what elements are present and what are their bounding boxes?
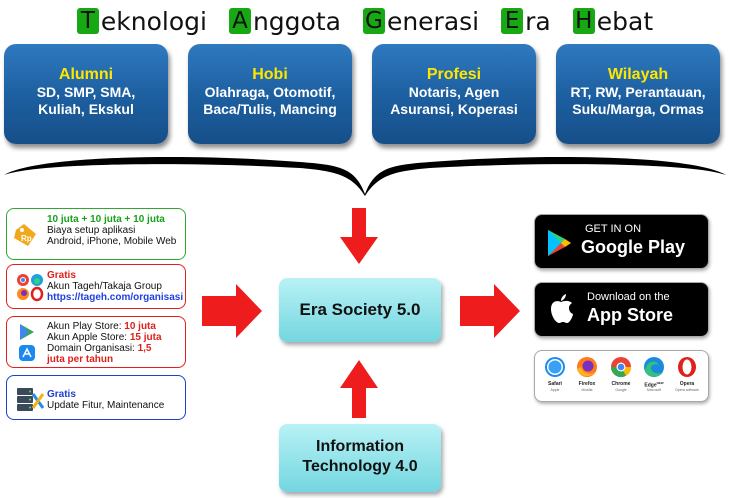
play-account-price: 10 juta bbox=[124, 321, 156, 332]
category-line: Kuliah, Ekskul bbox=[38, 101, 134, 117]
title-initial: H bbox=[572, 8, 595, 34]
title-initial: A bbox=[228, 8, 251, 34]
category-title: Wilayah bbox=[607, 66, 669, 83]
category-line: Baca/Tulis, Mancing bbox=[203, 101, 337, 117]
domain-label: Domain Organisasi: bbox=[47, 343, 138, 354]
browser-name: Opera bbox=[679, 381, 695, 387]
update-free: Gratis bbox=[47, 389, 76, 400]
category-title: Alumni bbox=[58, 66, 114, 83]
browser-vendor: Apple bbox=[550, 388, 560, 392]
it-line: Technology 4.0 bbox=[302, 458, 418, 475]
store-logos-icon bbox=[19, 324, 35, 361]
title-rest: nggota bbox=[252, 6, 341, 36]
arrow-up bbox=[340, 360, 378, 418]
browser-vendor: Google bbox=[615, 388, 627, 392]
server-tools-icon bbox=[17, 388, 45, 411]
arrow-left-to-center bbox=[202, 284, 262, 338]
browser-name-text: Edge bbox=[644, 382, 657, 389]
browser-vendor: Opera software bbox=[675, 388, 699, 392]
title-rest: ra bbox=[525, 6, 551, 36]
category-title: Hobi bbox=[252, 66, 288, 83]
category-wilayah: Wilayah RT, RW, Perantauan, Suku/Marga, … bbox=[556, 44, 720, 144]
arrow-down bbox=[340, 208, 378, 264]
app-store-big: App Store bbox=[587, 305, 674, 325]
apple-icon bbox=[551, 294, 573, 323]
arrow-center-to-right bbox=[460, 284, 520, 338]
browser-vendor: Mozilla bbox=[581, 388, 593, 392]
category-title: Profesi bbox=[426, 66, 482, 83]
google-play-button[interactable]: GET IN ON Google Play bbox=[534, 214, 709, 269]
category-line: RT, RW, Perantauan, bbox=[570, 84, 706, 100]
card-setup-cost: Rp 10 juta + 10 juta + 10 juta Biaya set… bbox=[6, 208, 186, 260]
card-store-accounts: Akun Play Store: 10 juta Akun Apple Stor… bbox=[6, 316, 186, 368]
category-line: Notaris, Agen bbox=[408, 84, 500, 100]
browser-name: EdgeNEW bbox=[639, 381, 669, 389]
google-play-big: Google Play bbox=[581, 237, 686, 257]
card-update: Gratis Update Fitur, Maintenance bbox=[6, 375, 186, 420]
card-text: Gratis Akun Tageh/Takaja Group https://t… bbox=[47, 270, 183, 303]
firefox-icon bbox=[577, 357, 597, 377]
opera-icon bbox=[678, 357, 696, 377]
card-text: Akun Play Store: 10 juta Akun Apple Stor… bbox=[47, 321, 162, 365]
title-rest: enerasi bbox=[386, 6, 480, 36]
domain-price: 1,5 bbox=[137, 343, 152, 354]
domain-price-period: juta per tahun bbox=[47, 354, 114, 365]
apple-account-price: 15 juta bbox=[129, 332, 162, 343]
edge-icon bbox=[644, 357, 664, 377]
browser-logos-icon bbox=[17, 274, 44, 302]
title-initial: T bbox=[76, 8, 99, 34]
google-play-small: GET IN ON bbox=[585, 223, 642, 235]
title-rest: ebat bbox=[596, 6, 654, 36]
account-desc: Akun Tageh/Takaja Group bbox=[47, 281, 162, 292]
it-line: Information bbox=[316, 438, 404, 455]
setup-price: 10 juta + 10 juta + 10 juta bbox=[47, 214, 165, 225]
category-line: SD, SMP, SMA, bbox=[36, 84, 136, 100]
account-free: Gratis bbox=[47, 270, 76, 281]
setup-platforms: Android, iPhone, Mobile Web bbox=[47, 236, 177, 247]
title-initial: E bbox=[501, 8, 524, 34]
browser-vendor: Microsoft bbox=[646, 388, 662, 392]
rupiah-label: Rp bbox=[21, 234, 32, 243]
card-text: 10 juta + 10 juta + 10 juta Biaya setup … bbox=[47, 214, 176, 247]
app-store-small: Download on the bbox=[587, 291, 670, 303]
browser-name: Chrome bbox=[611, 381, 631, 387]
chrome-icon bbox=[610, 357, 632, 378]
card-account: Gratis Akun Tageh/Takaja Group https://t… bbox=[6, 264, 186, 309]
category-hobi: Hobi Olahraga, Otomotif, Baca/Tulis, Man… bbox=[188, 44, 352, 144]
play-account-label: Akun Play Store: bbox=[47, 321, 125, 332]
it-box: Information Technology 4.0 bbox=[279, 424, 441, 492]
app-store-button[interactable]: Download on the App Store bbox=[534, 282, 709, 337]
category-alumni: Alumni SD, SMP, SMA, Kuliah, Ekskul bbox=[4, 44, 168, 144]
category-profesi: Profesi Notaris, Agen Asuransi, Koperasi bbox=[372, 44, 536, 144]
setup-desc: Biaya setup aplikasi bbox=[47, 225, 136, 236]
safari-icon bbox=[545, 357, 565, 377]
rupiah-tag-icon: Rp bbox=[14, 224, 36, 246]
curly-brace bbox=[4, 157, 726, 196]
browser-name: Safari bbox=[548, 381, 562, 387]
category-line: Suku/Marga, Ormas bbox=[572, 101, 704, 117]
era-society-box: Era Society 5.0 bbox=[279, 278, 441, 342]
account-link[interactable]: https://tageh.com/organisasi bbox=[47, 292, 184, 303]
update-desc: Update Fitur, Maintenance bbox=[47, 400, 165, 411]
title-initial: G bbox=[362, 8, 385, 34]
browser-new-badge: NEW bbox=[656, 381, 664, 385]
category-line: Olahraga, Otomotif, bbox=[204, 84, 336, 100]
card-text: Gratis Update Fitur, Maintenance bbox=[47, 389, 164, 411]
browser-icons bbox=[545, 357, 696, 378]
apple-account-label: Akun Apple Store: bbox=[47, 332, 130, 343]
browser-name: Firefox bbox=[578, 381, 596, 387]
browser-support-panel: Safari Apple Firefox Mozilla Chrome Goog… bbox=[534, 350, 709, 402]
title-rest: eknologi bbox=[100, 6, 207, 36]
category-line: Asuransi, Koperasi bbox=[390, 101, 518, 117]
google-play-icon bbox=[548, 230, 571, 256]
